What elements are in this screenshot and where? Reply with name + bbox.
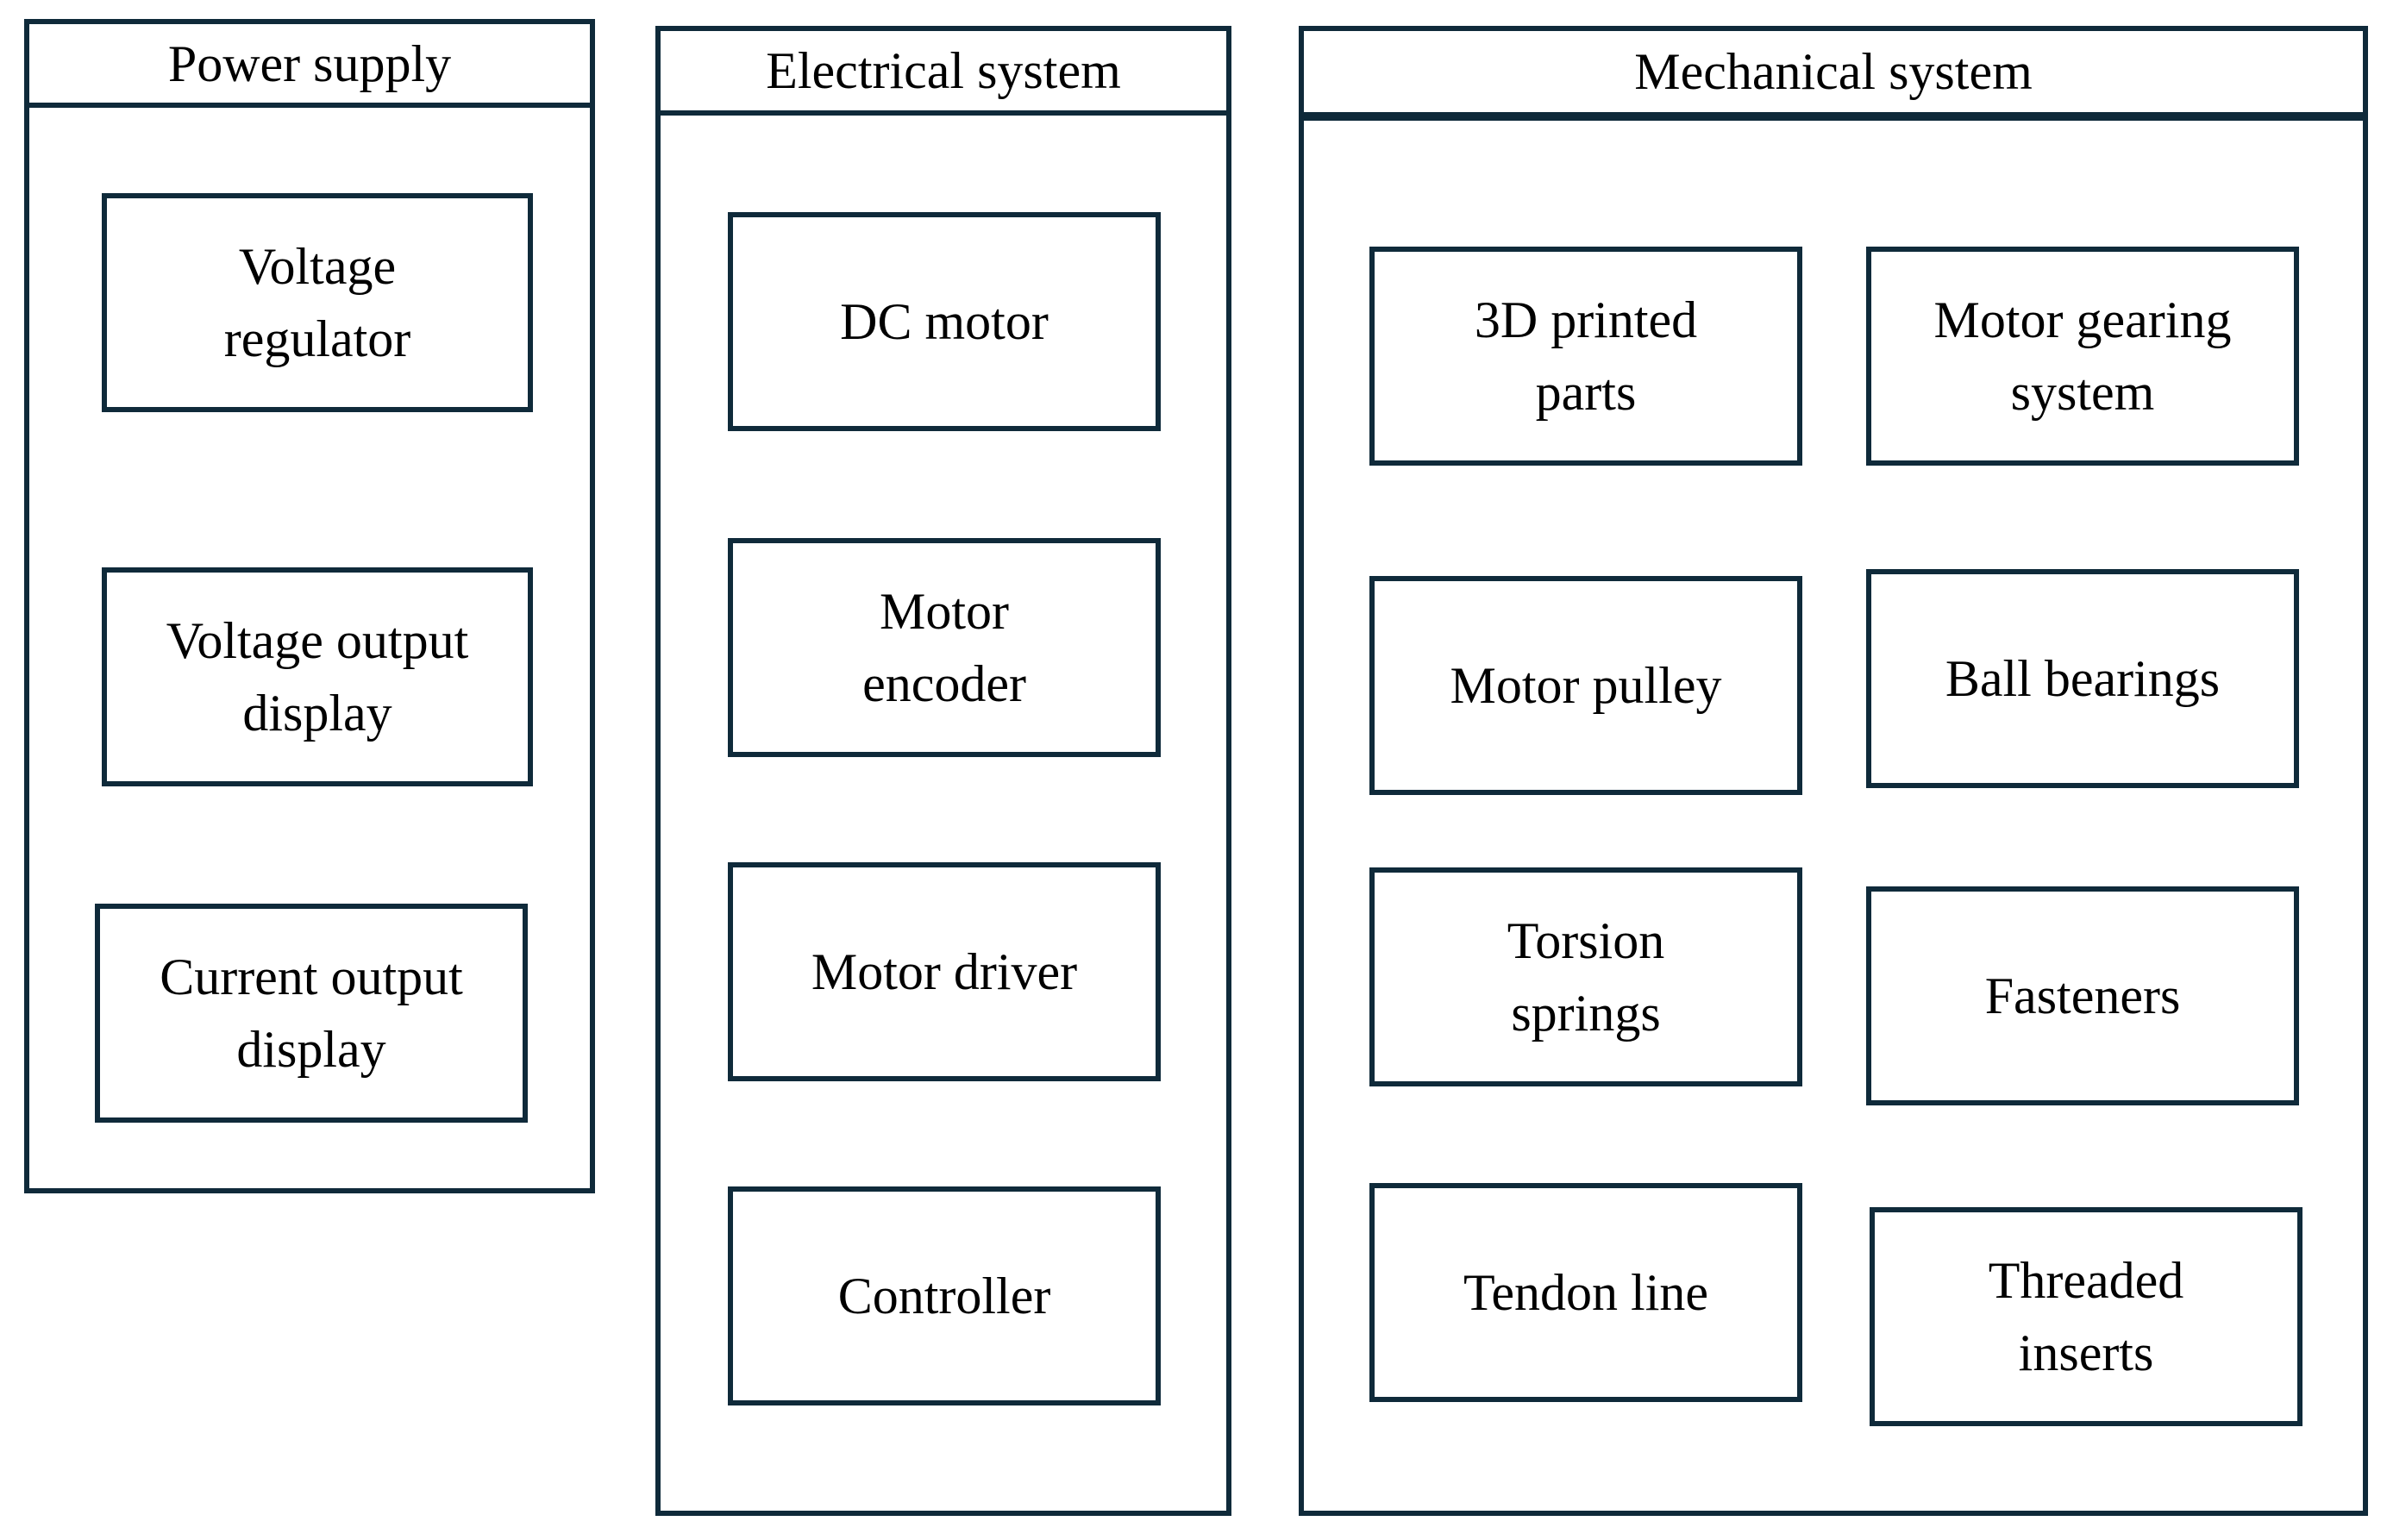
- motor-encoder-label: Motor encoder: [862, 583, 1026, 712]
- tendon-line-label: Tendon line: [1463, 1264, 1709, 1321]
- electrical-system-title: Electrical system: [661, 31, 1226, 116]
- motor-driver-label: Motor driver: [811, 943, 1078, 1000]
- threaded-inserts-label: Threaded inserts: [1988, 1252, 2184, 1381]
- fasteners-label: Fasteners: [1984, 967, 2181, 1024]
- voltage-regulator-box: Voltage regulator: [102, 193, 533, 412]
- motor-gearing-system-label: Motor gearing system: [1933, 291, 2232, 421]
- torsion-springs-label: Torsion springs: [1507, 912, 1665, 1042]
- 3d-printed-parts-label: 3D printed parts: [1474, 291, 1698, 421]
- voltage-output-display-label: Voltage output display: [166, 612, 469, 742]
- power-supply-title: Power supply: [29, 24, 590, 108]
- motor-pulley-label: Motor pulley: [1450, 657, 1722, 714]
- motor-driver-box: Motor driver: [728, 862, 1161, 1081]
- mechanical-system-title: Mechanical system: [1304, 31, 2363, 121]
- ball-bearings-box: Ball bearings: [1866, 569, 2299, 788]
- motor-encoder-box: Motor encoder: [728, 538, 1161, 757]
- 3d-printed-parts-box: 3D printed parts: [1369, 247, 1802, 466]
- motor-pulley-box: Motor pulley: [1369, 576, 1802, 795]
- tendon-line-box: Tendon line: [1369, 1183, 1802, 1402]
- controller-label: Controller: [837, 1268, 1051, 1324]
- current-output-display-box: Current output display: [95, 904, 528, 1123]
- voltage-output-display-box: Voltage output display: [102, 567, 533, 786]
- voltage-regulator-label: Voltage regulator: [223, 238, 411, 367]
- fasteners-box: Fasteners: [1866, 886, 2299, 1105]
- controller-box: Controller: [728, 1186, 1161, 1405]
- ball-bearings-label: Ball bearings: [1945, 650, 2221, 707]
- dc-motor-box: DC motor: [728, 212, 1161, 431]
- torsion-springs-box: Torsion springs: [1369, 867, 1802, 1086]
- dc-motor-label: DC motor: [840, 293, 1049, 350]
- motor-gearing-system-box: Motor gearing system: [1866, 247, 2299, 466]
- current-output-display-label: Current output display: [160, 948, 463, 1078]
- threaded-inserts-box: Threaded inserts: [1870, 1207, 2302, 1426]
